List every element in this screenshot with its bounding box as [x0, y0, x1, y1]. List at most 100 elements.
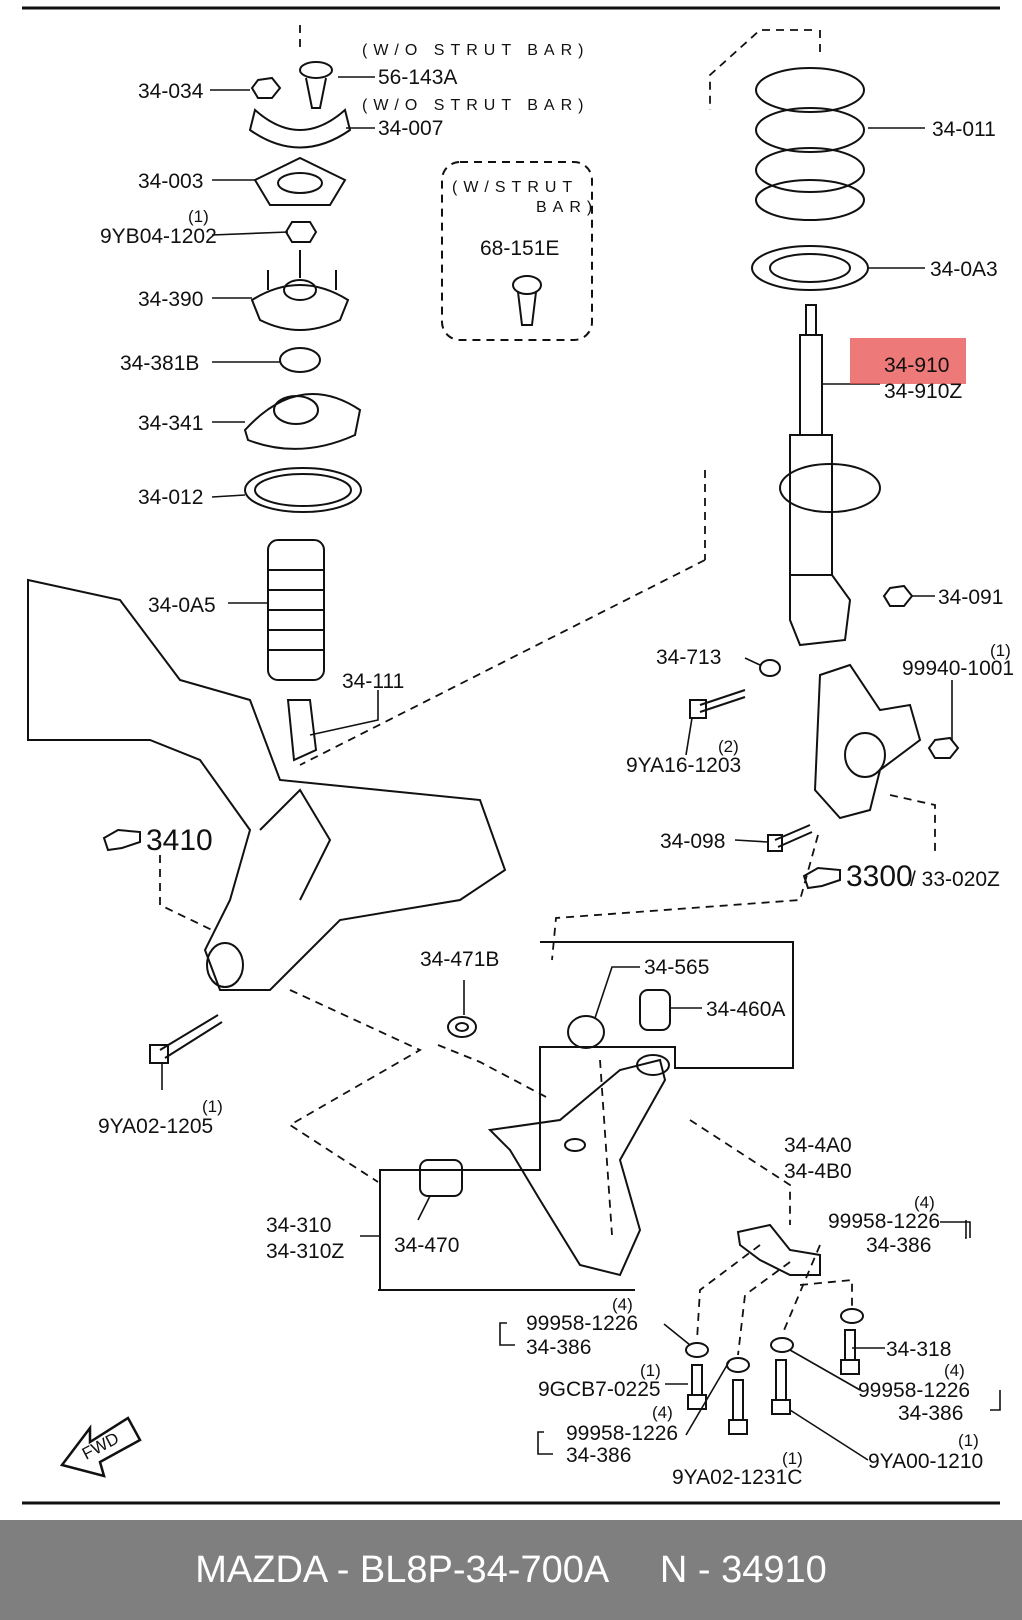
- washer-34-713: [759, 659, 781, 677]
- label-l1-34-386: 34-386: [526, 1336, 591, 1359]
- bracket-34-4a0: [736, 1223, 821, 1276]
- footer-text: MAZDA - BL8P-34-700A N - 34910: [195, 1548, 827, 1591]
- label-56-143a: 56-143A: [378, 66, 457, 89]
- bolt-9ya02-1231c: [728, 1379, 748, 1435]
- label-34-381b: 34-381B: [120, 352, 199, 375]
- label-34-471b: 34-471B: [420, 948, 499, 971]
- fwd-arrow: [59, 1416, 142, 1478]
- bolt-34-318: [840, 1329, 860, 1375]
- spring-34-011: [755, 67, 865, 221]
- nut-9yb04: [284, 221, 318, 243]
- label-34-091: 34-091: [938, 586, 1003, 609]
- label-68-151e: 68-151E: [480, 237, 559, 260]
- bolt-9gcb7: [687, 1364, 707, 1410]
- ref-3300: 3300: [846, 860, 913, 893]
- seat-34-0a3: [751, 245, 869, 291]
- bolt-9ya16: [689, 689, 746, 719]
- washer-l1: [685, 1342, 709, 1358]
- qty-9gcb7: (1): [640, 1361, 661, 1380]
- hand-pointer-icon-3410: [102, 828, 141, 852]
- label-34-310z: 34-310Z: [266, 1240, 344, 1263]
- label-34-4b0: 34-4B0: [784, 1160, 852, 1183]
- clip-68-151e: [512, 275, 542, 326]
- washer-r1: [840, 1308, 864, 1324]
- label-r2-99958-1226: 99958-1226: [858, 1379, 970, 1402]
- label-34-713: 34-713: [656, 646, 721, 669]
- label-34-910: 34-910: [884, 354, 949, 377]
- part-number-footer: MAZDA - BL8P-34-700A N - 34910: [0, 1520, 1022, 1620]
- bumper-34-111: [286, 699, 318, 762]
- label-34-470: 34-470: [394, 1234, 459, 1257]
- note-wo-strut-bar-2: (W/O STRUT BAR): [362, 97, 589, 114]
- label-34-012: 34-012: [138, 486, 203, 509]
- ref-3410: 3410: [146, 824, 213, 857]
- label-l1-99958-1226: 99958-1226: [526, 1312, 638, 1335]
- label-l2-34-386: 34-386: [566, 1444, 631, 1467]
- label-34-390: 34-390: [138, 288, 203, 311]
- label-34-111: 34-111: [342, 670, 404, 693]
- qty-9yb04: (1): [188, 207, 209, 226]
- qty-9ya00: (1): [958, 1431, 979, 1450]
- label-34-0a3: 34-0A3: [930, 258, 998, 281]
- label-34-910z: 34-910Z: [884, 380, 962, 403]
- note-wo-strut-bar-1: (W/O STRUT BAR): [362, 42, 589, 59]
- nut-99940: [927, 736, 960, 759]
- label-99940-1001: 99940-1001: [902, 657, 1014, 680]
- label-34-098: 34-098: [660, 830, 725, 853]
- label-34-034: 34-034: [138, 80, 204, 103]
- shock-34-910: [779, 304, 881, 647]
- label-9yb04-1202: 9YB04-1202: [100, 225, 217, 248]
- label-9ya02-1231c: 9YA02-1231C: [672, 1466, 802, 1489]
- label-9gcb7-0225: 9GCB7-0225: [538, 1378, 661, 1401]
- hand-pointer-icon-3300: [802, 866, 841, 890]
- qty-9ya16: (2): [718, 737, 739, 756]
- parts-diagram: (W/O STRUT BAR) (W/O STRUT BAR) (W/STRUT…: [22, 6, 1014, 1505]
- plate-34-007: [248, 108, 352, 149]
- label-34-003: 34-003: [138, 170, 203, 193]
- clip-56-143a: [299, 61, 333, 109]
- bolt-9ya02-1205: [149, 1014, 223, 1064]
- qty-9ya02-1205: (1): [202, 1097, 223, 1116]
- label-r1-99958-1226: 99958-1226: [828, 1210, 940, 1233]
- label-l2-99958-1226: 99958-1226: [566, 1422, 678, 1445]
- label-34-310: 34-310: [266, 1214, 331, 1237]
- label-33-020z: / 33-020Z: [910, 868, 1000, 891]
- knuckle-33-020z: [813, 663, 922, 820]
- qty-r1: (4): [914, 1193, 935, 1212]
- label-34-565: 34-565: [644, 956, 709, 979]
- qty-l2: (4): [652, 1403, 673, 1422]
- qty-99940: (1): [990, 641, 1011, 660]
- label-34-011: 34-011: [932, 118, 996, 141]
- label-34-007: 34-007: [378, 117, 443, 140]
- highlight-34-910: [850, 338, 966, 384]
- note-w-strut-bar-line1: (W/STRUT: [452, 179, 578, 196]
- control-arm-34-310: [487, 1054, 670, 1277]
- label-34-4a0: 34-4A0: [784, 1134, 852, 1157]
- qty-9ya02-1231c: (1): [782, 1449, 803, 1468]
- seat-34-012: [244, 467, 362, 513]
- plate-34-003: [253, 156, 347, 206]
- label-34-341: 34-341: [138, 412, 203, 435]
- washer-r2: [770, 1337, 794, 1353]
- subframe-3410: [27, 578, 507, 991]
- mount-34-390: [250, 250, 350, 331]
- label-r1-34-386: 34-386: [866, 1234, 931, 1257]
- bump-34-381b: [279, 347, 321, 373]
- label-34-460a: 34-460A: [706, 998, 785, 1021]
- label-9ya16-1203: 9YA16-1203: [626, 754, 741, 777]
- bushing-34-470: [419, 1159, 463, 1197]
- qty-l1: (4): [612, 1295, 633, 1314]
- washer-mid: [726, 1357, 750, 1373]
- label-9ya00-1210: 9YA00-1210: [868, 1450, 983, 1473]
- bushing-34-460a: [639, 989, 671, 1031]
- bushing-34-565: [567, 1015, 605, 1049]
- qty-r2: (4): [944, 1361, 965, 1380]
- bolt-34-098: [767, 824, 813, 852]
- note-w-strut-bar-line2: BAR): [536, 199, 598, 216]
- label-34-0a5: 34-0A5: [148, 594, 216, 617]
- boot-34-0a5: [267, 539, 325, 681]
- bearing-34-341: [243, 393, 362, 450]
- label-34-318: 34-318: [886, 1338, 951, 1361]
- nut-34-091: [882, 584, 914, 607]
- label-9ya02-1205: 9YA02-1205: [98, 1115, 213, 1138]
